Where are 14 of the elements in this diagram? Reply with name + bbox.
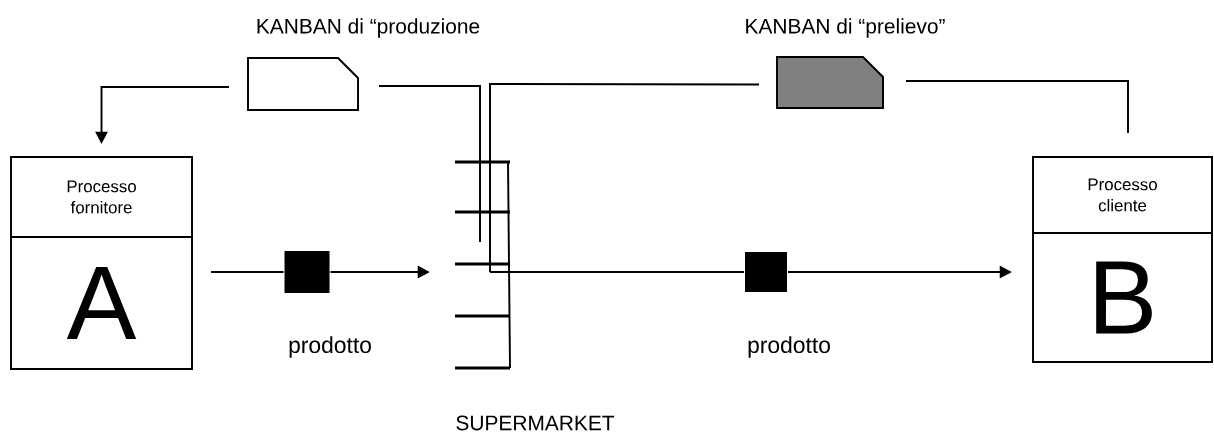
connector (489, 271, 745, 273)
card-label: KANBAN di “produzione (257, 18, 480, 38)
shelf-label: SUPERMARKET (456, 415, 615, 431)
process-letter: B (1096, 261, 1152, 334)
connector (489, 83, 760, 273)
connector (905, 80, 1129, 134)
product-label: prodotto (748, 336, 830, 358)
product-label: prodotto (289, 336, 371, 358)
process-letter: A (66, 267, 137, 339)
connector (378, 85, 481, 243)
card-label: KANBAN di “prelievo” (746, 18, 945, 38)
process-title: Processo fornitore (67, 180, 136, 214)
process-title: Processo cliente (1088, 178, 1157, 212)
connector (210, 271, 285, 273)
